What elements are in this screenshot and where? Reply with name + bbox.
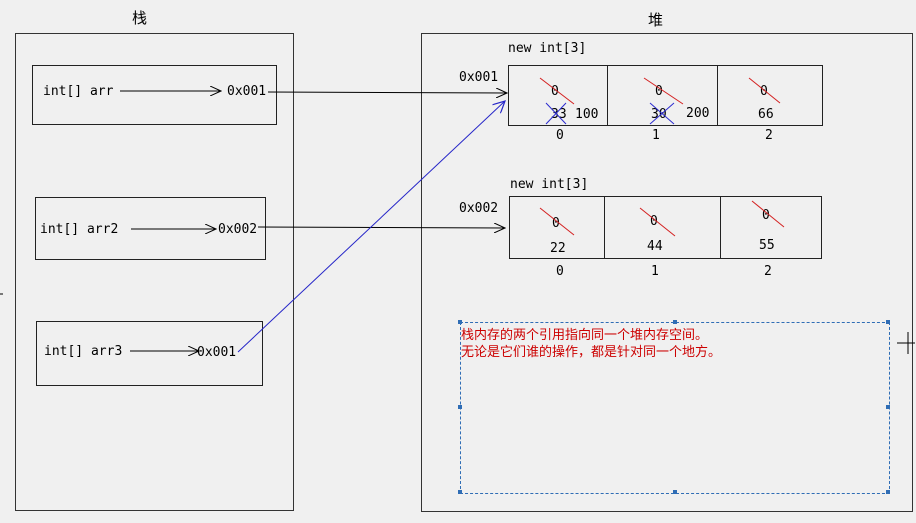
reference-arrow-arr: [267, 92, 507, 93]
stack-frame-address: 0x001: [197, 345, 237, 360]
resize-handle[interactable]: [886, 490, 890, 494]
old-value: 33: [551, 107, 567, 122]
array-header: new int[3]: [508, 41, 587, 56]
resize-handle[interactable]: [886, 320, 890, 324]
cross-mark: [649, 102, 675, 125]
strike-mark: [639, 207, 676, 237]
strike-mark: [643, 77, 684, 105]
note-line: 无论是它们谁的操作，都是针对同一个地方。: [461, 345, 722, 360]
cell-divider: [607, 66, 608, 125]
array-address: 0x002: [459, 201, 499, 216]
array-box-0x001: 0 33 100 0 30 200 0 66: [508, 65, 823, 126]
array-index: 1: [651, 264, 659, 279]
array-index: 0: [556, 264, 564, 279]
old-value: 0: [552, 216, 560, 231]
array-index: 0: [556, 128, 564, 143]
old-value: 30: [651, 107, 667, 122]
crosshair-cursor-icon: [897, 332, 915, 354]
cell-divider: [717, 66, 718, 125]
stack-frame-label: int[] arr2: [40, 222, 119, 237]
cell-divider: [604, 197, 605, 258]
resize-handle[interactable]: [458, 320, 462, 324]
array-address: 0x001: [459, 70, 499, 85]
heap-panel: [421, 33, 913, 512]
array-box-0x002: 0 22 0 44 0 55: [509, 196, 822, 259]
stack-frame-label: int[] arr: [43, 84, 114, 99]
stack-frame-address: 0x001: [227, 84, 267, 99]
stack-panel: [15, 33, 294, 511]
resize-handle[interactable]: [886, 405, 890, 409]
stack-title: 栈: [132, 9, 148, 27]
stack-frame-arr3: int[] arr3 0x001: [36, 321, 263, 386]
note-line: 栈内存的两个引用指向同一个堆内存空间。: [461, 328, 709, 343]
resize-handle[interactable]: [673, 320, 677, 324]
stack-frame-arr2: int[] arr2 0x002: [35, 197, 266, 260]
reference-arrow-arr3: [237, 101, 505, 353]
cross-mark: [545, 102, 567, 125]
cell-value: 44: [647, 239, 663, 254]
array-index: 2: [764, 264, 772, 279]
reference-arrow-arr2: [257, 227, 505, 228]
strike-mark: [539, 77, 575, 105]
old-value: 0: [551, 84, 559, 99]
old-value: 0: [655, 84, 663, 99]
resize-handle[interactable]: [458, 405, 462, 409]
strike-mark: [751, 200, 785, 228]
resize-handle[interactable]: [458, 490, 462, 494]
cell-value: 200: [686, 106, 710, 121]
strike-mark: [539, 207, 575, 236]
resize-handle[interactable]: [673, 490, 677, 494]
stack-frame-arr: int[] arr 0x001: [32, 65, 277, 125]
old-value: 0: [762, 208, 770, 223]
strike-mark: [748, 77, 781, 104]
heap-title: 堆: [648, 11, 664, 29]
array-index: 1: [652, 128, 660, 143]
cell-value: 100: [575, 107, 599, 122]
cell-value: 55: [759, 238, 775, 253]
old-value: 0: [650, 214, 658, 229]
cell-value: 66: [758, 107, 774, 122]
array-header: new int[3]: [510, 177, 589, 192]
cell-divider: [720, 197, 721, 258]
array-index: 2: [765, 128, 773, 143]
old-value: 0: [760, 84, 768, 99]
stack-frame-label: int[] arr3: [44, 344, 123, 359]
stack-frame-address: 0x002: [218, 222, 258, 237]
cell-value: 22: [550, 241, 566, 256]
